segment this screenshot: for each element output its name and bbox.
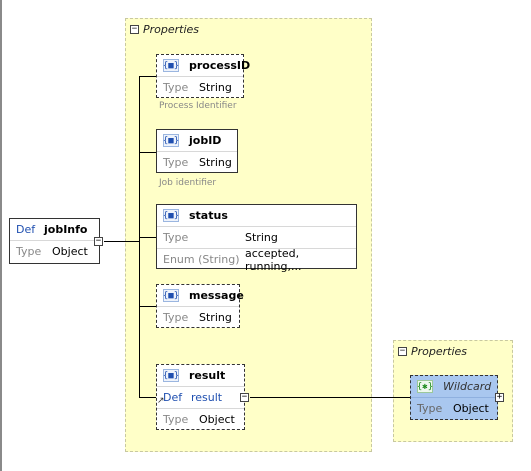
connector-root-to-bus bbox=[104, 241, 140, 242]
connector-processid bbox=[139, 76, 156, 77]
connector-jobid bbox=[139, 152, 156, 153]
root-node-jobinfo[interactable]: Def jobInfo Type Object bbox=[9, 218, 100, 264]
type-tag: Type bbox=[163, 81, 189, 94]
enum-tag: Enum (String) bbox=[163, 253, 240, 266]
def-tag: Def bbox=[16, 223, 36, 236]
collapse-icon[interactable]: − bbox=[398, 346, 407, 356]
properties-group-label: Properties bbox=[143, 23, 200, 36]
wildcard-type: Object bbox=[453, 402, 489, 415]
type-tag: Type bbox=[163, 231, 189, 244]
root-type: Object bbox=[52, 245, 88, 258]
expand-icon[interactable]: + bbox=[495, 392, 504, 402]
property-enum: accepted, running,... bbox=[245, 246, 302, 273]
property-def: result bbox=[191, 391, 223, 404]
connector-result bbox=[139, 397, 156, 398]
property-type: String bbox=[199, 311, 232, 324]
reference-arrow-icon: ↗ bbox=[157, 396, 165, 406]
property-type: String bbox=[199, 81, 232, 94]
property-node-message[interactable]: {■} message Type String bbox=[156, 284, 244, 332]
root-name: jobInfo bbox=[44, 223, 88, 236]
property-type: String bbox=[199, 156, 232, 169]
type-tag: Type bbox=[163, 311, 189, 324]
type-tag: Type bbox=[163, 156, 189, 169]
property-name: result bbox=[189, 369, 226, 382]
collapse-icon[interactable]: − bbox=[130, 24, 139, 34]
result-properties-group-label: Properties bbox=[411, 345, 468, 358]
property-description: Process Identifier bbox=[159, 101, 237, 111]
connector-bus bbox=[139, 76, 140, 397]
def-tag: Def bbox=[163, 391, 183, 404]
property-node-jobid[interactable]: {■} jobID Type String bbox=[156, 129, 242, 177]
property-name: jobID bbox=[189, 134, 222, 147]
type-tag: Type bbox=[163, 413, 189, 426]
property-type: String bbox=[245, 231, 278, 244]
property-description: Job identifier bbox=[159, 178, 217, 188]
property-type: Object bbox=[199, 413, 235, 426]
connector-message bbox=[139, 306, 156, 307]
property-name: message bbox=[189, 289, 244, 302]
object-icon: {■} bbox=[162, 289, 180, 302]
object-icon: {■} bbox=[162, 134, 180, 147]
property-name: processID bbox=[189, 59, 251, 72]
property-node-result[interactable]: {■} result Def result Type Object bbox=[156, 364, 249, 434]
property-node-processid[interactable]: {■} processID Type String bbox=[156, 54, 250, 102]
property-node-status[interactable]: {■} status Type String Enum (String) acc… bbox=[156, 204, 357, 273]
wildcard-node[interactable]: {✱} Wildcard Type Object bbox=[410, 375, 502, 424]
property-name: status bbox=[189, 209, 228, 222]
object-icon: {■} bbox=[162, 59, 180, 72]
collapse-icon[interactable]: − bbox=[94, 236, 103, 246]
left-border bbox=[0, 0, 2, 471]
connector-status bbox=[139, 237, 156, 238]
object-icon: {■} bbox=[162, 369, 180, 382]
wildcard-name: Wildcard bbox=[443, 380, 492, 393]
collapse-icon[interactable]: − bbox=[240, 392, 249, 402]
wildcard-icon: {✱} bbox=[416, 380, 434, 393]
object-icon: {■} bbox=[162, 209, 180, 222]
type-tag: Type bbox=[417, 402, 443, 415]
type-tag: Type bbox=[16, 245, 42, 258]
connector-result-to-wildcard bbox=[250, 397, 410, 398]
